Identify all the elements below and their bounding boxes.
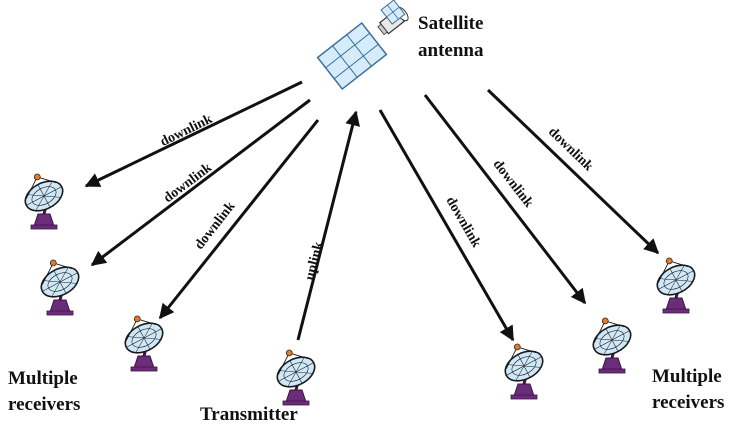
downlink-arrow-1 xyxy=(84,80,303,188)
link-label: uplink xyxy=(303,240,327,282)
satellite-label-line1: Satellite xyxy=(418,13,483,34)
link-arrows xyxy=(84,80,660,342)
downlink-arrow-5 xyxy=(423,94,587,305)
right-receivers-label-line2: receivers xyxy=(652,392,724,413)
link-label: downlink xyxy=(192,199,238,253)
downlink-arrow-3 xyxy=(158,119,320,320)
dish-antenna-icon xyxy=(14,164,70,231)
satellite-label-line2: antenna xyxy=(418,40,484,61)
right-receivers-label-line1: Multiple xyxy=(652,366,722,387)
dish-antenna-icon xyxy=(646,248,702,315)
dish-antenna-icon xyxy=(582,308,638,375)
link-label: downlink xyxy=(490,157,536,211)
satellite-icon xyxy=(316,0,409,91)
left-receivers-label-line1: Multiple xyxy=(8,368,78,389)
uplink-arrow xyxy=(296,110,360,341)
link-label: downlink xyxy=(443,194,484,250)
link-label: downlink xyxy=(545,125,596,175)
downlink-arrow-2 xyxy=(90,98,311,267)
dish-antenna-icon xyxy=(266,340,322,407)
dish-antenna-icon xyxy=(494,334,550,401)
link-labels: downlink downlink downlink uplink downli… xyxy=(158,112,596,282)
transmitter-label: Transmitter xyxy=(200,404,298,425)
link-label: downlink xyxy=(161,160,215,206)
left-receivers-label-line2: receivers xyxy=(8,394,80,415)
downlink-arrow-6 xyxy=(486,88,660,255)
left-receivers xyxy=(14,164,170,373)
downlink-arrow-4 xyxy=(378,109,515,342)
link-label: downlink xyxy=(158,112,215,150)
dish-antenna-icon xyxy=(30,250,86,317)
